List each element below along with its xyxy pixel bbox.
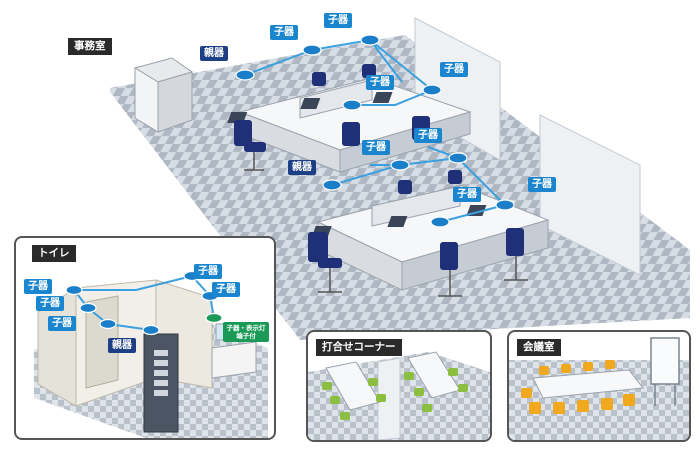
- washbasin-counter: [212, 342, 256, 378]
- child-unit-tag: 子器: [48, 316, 76, 331]
- whiteboard: [651, 338, 679, 384]
- child-unit-tag: 子器: [194, 264, 222, 279]
- meeting-corner-inset: 打合せコーナー: [306, 330, 492, 442]
- child-unit-tag: 子器: [414, 128, 442, 143]
- office-area-label: 事務室: [68, 38, 112, 55]
- toilet-inset: トイレ 子器 子器 子器 親器 子器 子器 子器・表示灯端子付: [14, 236, 276, 440]
- meeting-corner-area-label: 打合せコーナー: [316, 339, 402, 356]
- conference-room-inset: 会議室: [507, 330, 691, 442]
- child-unit-tag: 子器: [453, 187, 481, 202]
- child-unit-tag: 子器: [440, 62, 468, 77]
- display-terminal-child-tag: 子器・表示灯端子付: [223, 322, 269, 342]
- parent-unit-tag: 親器: [200, 46, 228, 61]
- parent-unit-tag: 親器: [108, 338, 136, 353]
- child-unit-tag: 子器: [324, 13, 352, 28]
- copier: [135, 58, 192, 132]
- parent-unit-tag: 親器: [288, 160, 316, 175]
- child-unit-tag: 子器: [362, 140, 390, 155]
- child-unit-tag: 子器: [366, 75, 394, 90]
- child-unit-tag: 子器: [36, 296, 64, 311]
- conference-area-label: 会議室: [517, 339, 561, 356]
- child-unit-tag: 子器: [270, 25, 298, 40]
- child-unit-tag: 子器: [212, 282, 240, 297]
- toilet-area-label: トイレ: [32, 245, 76, 262]
- child-unit-tag: 子器: [528, 177, 556, 192]
- child-unit-tag: 子器: [24, 279, 52, 294]
